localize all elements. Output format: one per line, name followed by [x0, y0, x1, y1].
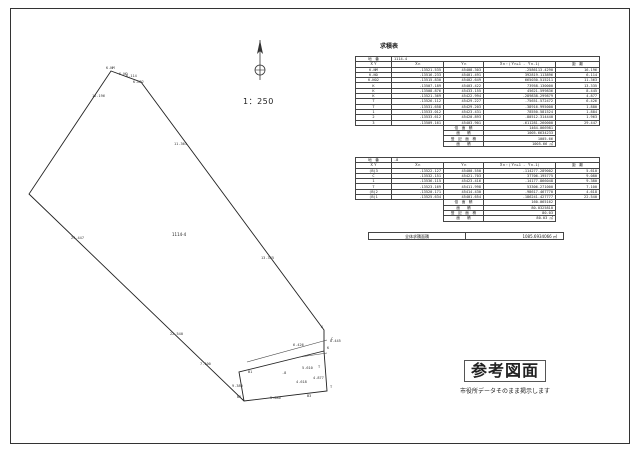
reference-stamp: 参考図面	[464, 360, 547, 382]
distance-label: 8.445	[330, 339, 341, 343]
blank-cell	[556, 141, 600, 146]
sub-parcel-area-label: -8	[282, 371, 287, 375]
distance-label: 6.114	[126, 74, 137, 78]
point-label: K	[327, 346, 330, 350]
point-label: T	[330, 385, 333, 389]
point-label: T	[318, 365, 321, 369]
point-label: B1	[248, 370, 253, 374]
distance-label: 11.363	[174, 142, 187, 146]
table-cell: 29.447	[554, 119, 601, 126]
point-label: C	[331, 337, 334, 341]
distance-label: 7.100	[200, 362, 211, 366]
distance-label: 5.610	[302, 366, 313, 370]
blank-cell	[556, 216, 600, 221]
point-label: K.NO	[119, 72, 128, 76]
total-area-value: 1085.6934066 ㎡	[522, 234, 557, 239]
point-label: K.NO2	[133, 80, 144, 84]
distance-label: 22.540	[170, 332, 183, 336]
north-arrow-icon	[254, 40, 266, 80]
sub-parcel-boundary	[238, 350, 325, 402]
point-label: K	[321, 325, 324, 329]
parcel-area-label: 1114-4	[172, 232, 187, 237]
distance-label: 6.426	[293, 343, 304, 347]
blank-cell	[356, 141, 444, 146]
sheet-border	[10, 8, 630, 444]
reference-note: 市役所データそのまま掲示します	[460, 388, 551, 395]
distance-label: 16.196	[92, 94, 105, 98]
blank-cell	[356, 216, 444, 221]
total-area-label: 全体求積面積	[369, 233, 466, 239]
point-label: B3	[307, 394, 312, 398]
distance-label: 29.447	[71, 236, 84, 240]
sum-label: 面 積	[443, 140, 484, 148]
total-area-box: 全体求積面積 1085.6934066 ㎡	[368, 232, 564, 240]
distance-label: 4.877	[313, 376, 324, 380]
table-cell: 22.540	[554, 194, 601, 201]
sum-label: 面 積	[443, 215, 484, 222]
point-label: K.NM	[106, 66, 115, 70]
table-title: 求積表	[380, 43, 399, 50]
distance-label: 4.618	[296, 380, 307, 384]
distance-label: 9.080	[270, 396, 281, 400]
sum-value: 80.03 ㎡	[483, 215, 556, 222]
point-label: B2	[237, 395, 242, 399]
distance-label: 9.380	[232, 384, 243, 388]
parcel-boundary	[28, 70, 328, 402]
distance-label: 13.335	[261, 256, 274, 260]
sum-value: 1005.66 ㎡	[483, 140, 556, 148]
dimension-line	[246, 339, 328, 363]
dimension-line	[299, 352, 328, 358]
scale-label: 1：250	[243, 97, 274, 106]
